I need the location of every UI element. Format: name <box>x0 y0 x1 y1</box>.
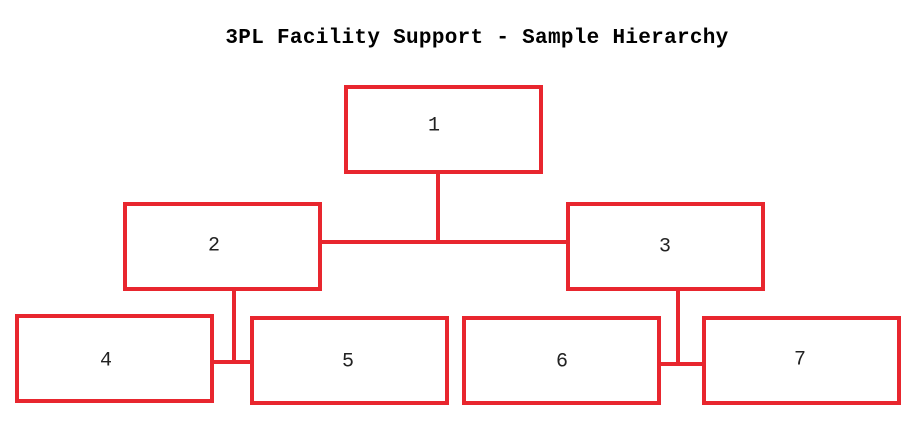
node-2-box <box>123 202 322 291</box>
node-6-box <box>462 316 661 405</box>
node-6-label: 6 <box>556 351 568 374</box>
node-3: 3 <box>566 202 765 291</box>
node-1-label: 1 <box>428 115 440 138</box>
node-7-box <box>702 316 901 405</box>
node-2-label: 2 <box>208 235 220 258</box>
node-5: 5 <box>250 316 449 405</box>
node-7: 7 <box>702 316 901 405</box>
node-1: 1 <box>344 85 543 174</box>
node-4-box <box>15 314 214 403</box>
node-6: 6 <box>462 316 661 405</box>
node-5-box <box>250 316 449 405</box>
node-3-box <box>566 202 765 291</box>
connectors <box>212 172 704 366</box>
node-3-label: 3 <box>659 236 671 259</box>
node-1-box <box>344 85 543 174</box>
diagram-title: 3PL Facility Support - Sample Hierarchy <box>225 27 729 50</box>
node-2: 2 <box>123 202 322 291</box>
node-7-label: 7 <box>794 349 806 372</box>
node-4: 4 <box>15 314 214 403</box>
node-5-label: 5 <box>342 351 354 374</box>
node-4-label: 4 <box>100 350 112 373</box>
